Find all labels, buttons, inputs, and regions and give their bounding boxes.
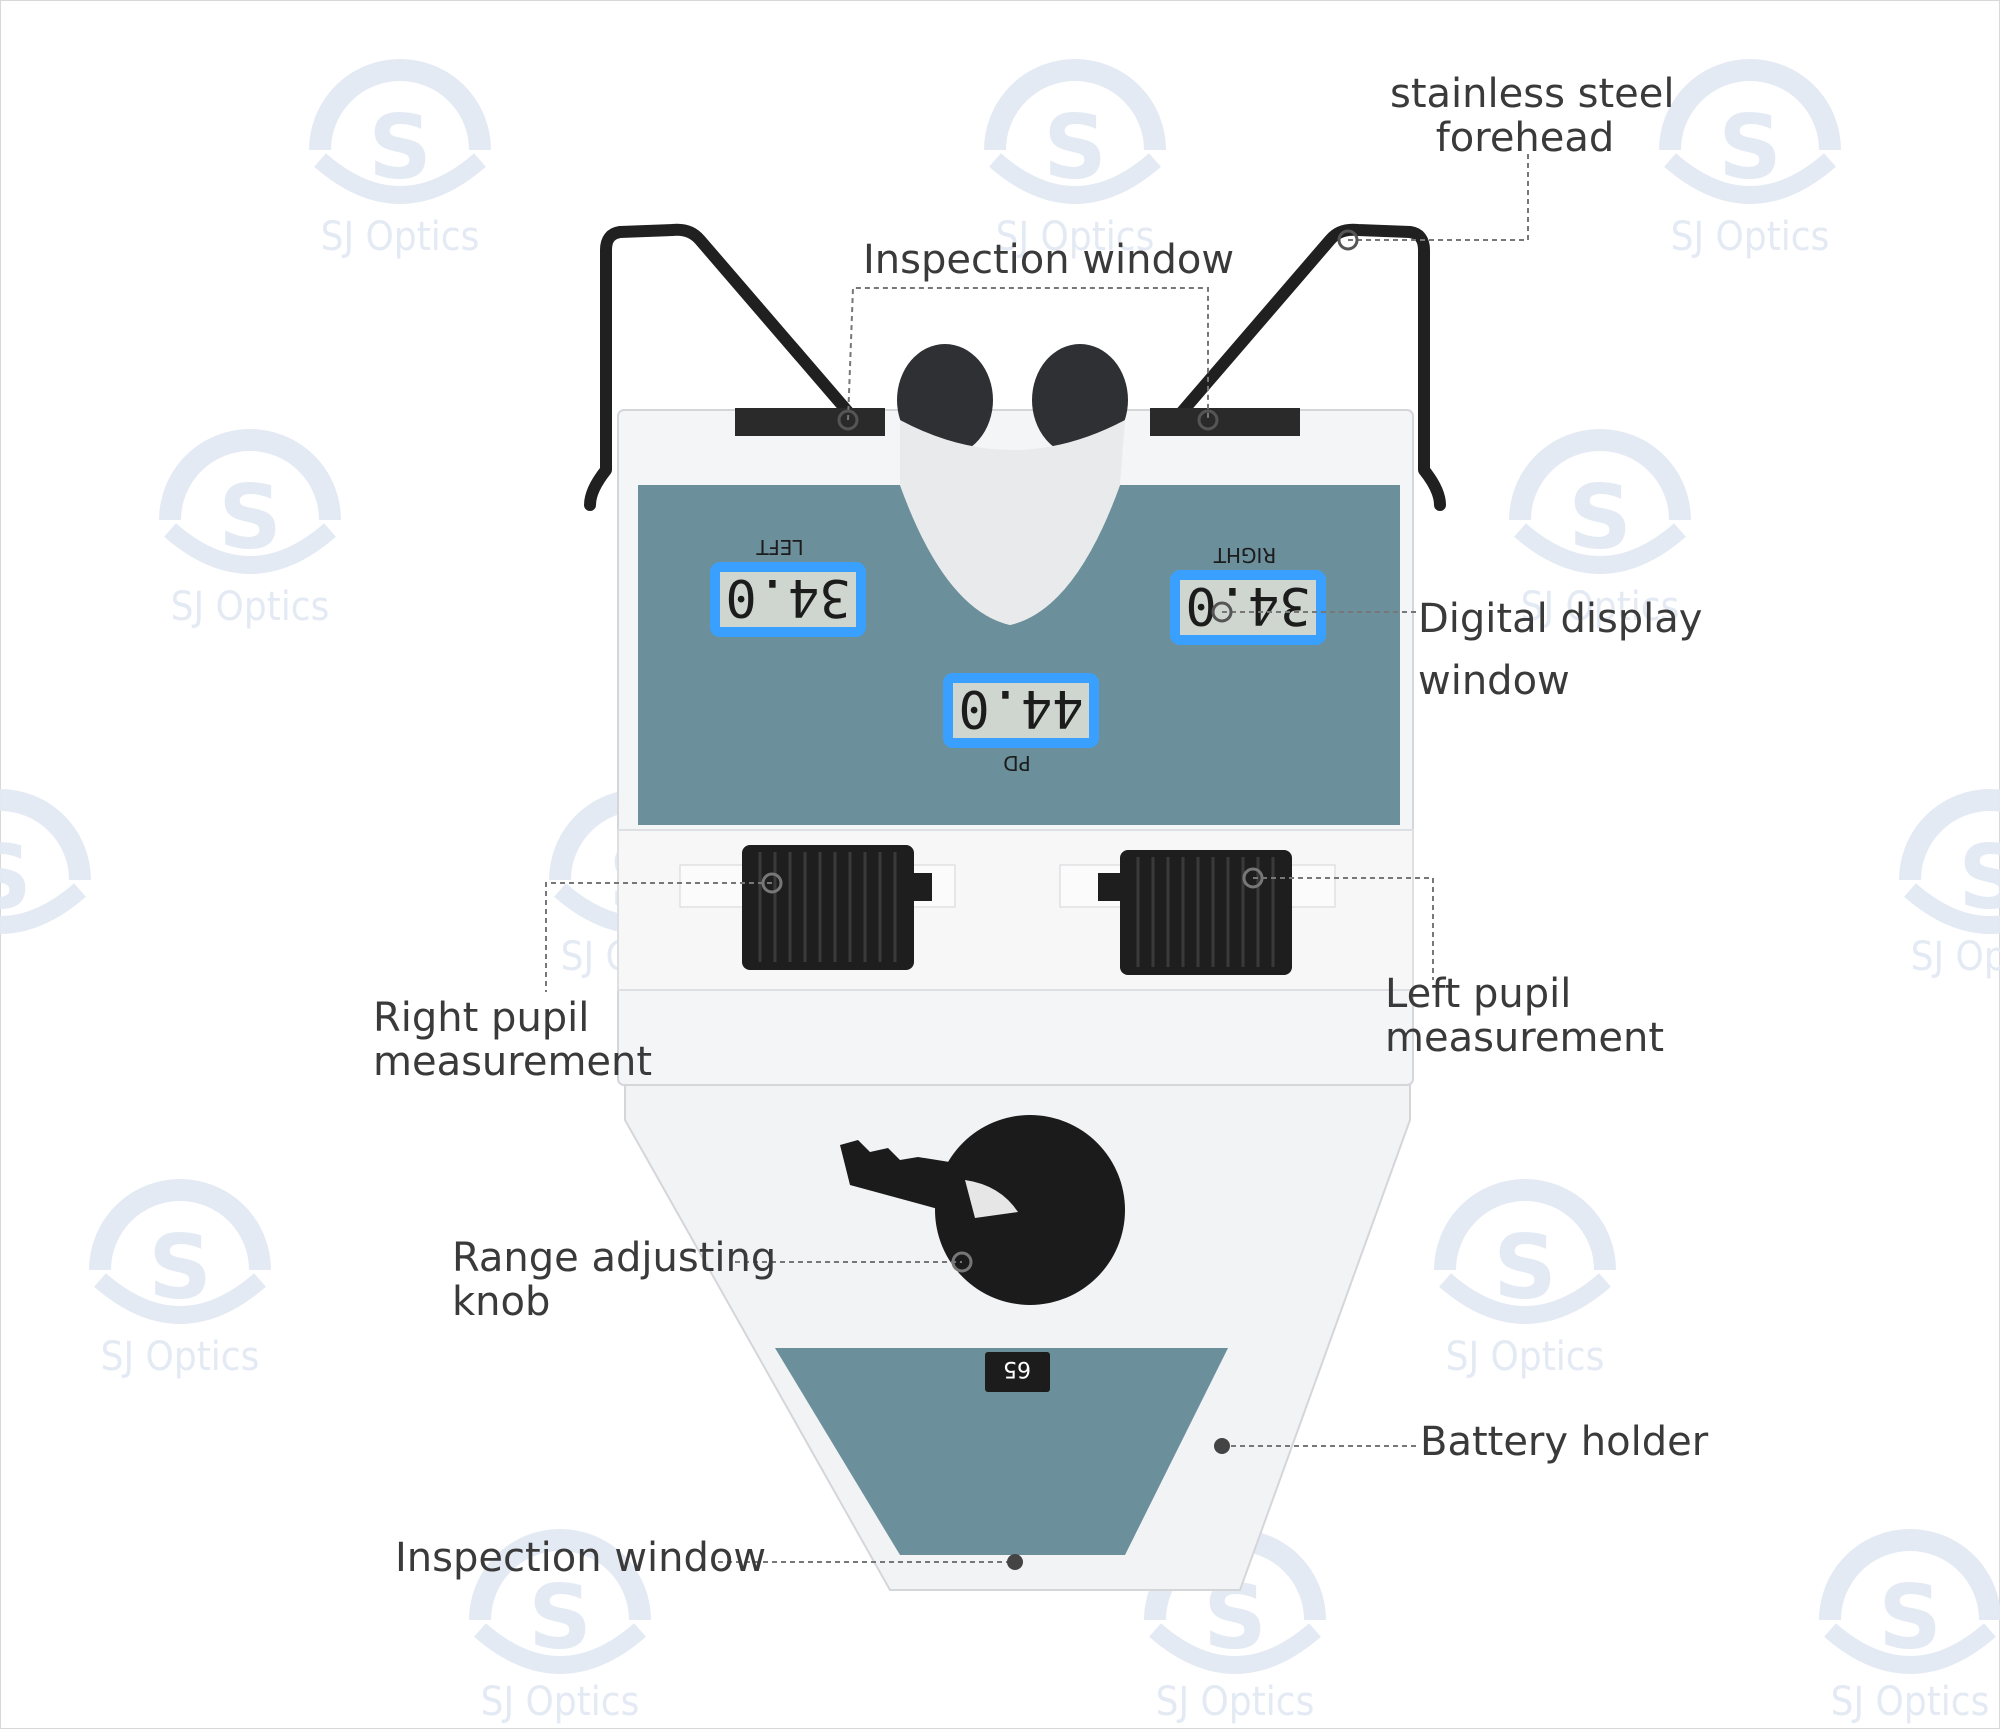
label-forehead-line2: forehead bbox=[1435, 115, 1615, 161]
label-digital-display: Digital display window bbox=[1418, 588, 1702, 712]
marker-digital-display bbox=[1211, 601, 1233, 623]
label-range-knob: Range adjusting knob bbox=[452, 1236, 776, 1324]
watermark-logo bbox=[100, 1190, 260, 1319]
bottom-panel: 65 bbox=[775, 1348, 1228, 1555]
watermark-text: SJ Optics bbox=[481, 1679, 640, 1725]
display-right-label: RIGHT bbox=[1213, 543, 1276, 567]
watermark-text: SJ Optics bbox=[171, 584, 330, 630]
label-range-knob-line1: Range adjusting bbox=[452, 1235, 777, 1281]
label-left-pupil: Left pupil measurement bbox=[1385, 972, 1664, 1060]
nose-bridge bbox=[900, 420, 1125, 625]
label-inspection-window-bottom: Inspection window bbox=[395, 1535, 767, 1581]
range-adjusting-knob[interactable] bbox=[840, 1115, 1125, 1305]
watermark-text: SJ Optics bbox=[1156, 1679, 1315, 1725]
label-forehead-line1: stainless steel bbox=[1390, 71, 1675, 117]
marker-forehead bbox=[1337, 229, 1359, 251]
marker-inspection-left bbox=[837, 409, 859, 431]
nose-pad-left bbox=[897, 344, 993, 456]
label-range-knob-line2: knob bbox=[452, 1279, 551, 1325]
slider-strip bbox=[617, 829, 1414, 991]
label-inspection-window-top: Inspection window bbox=[863, 237, 1235, 283]
watermark-logo bbox=[1910, 800, 2000, 929]
watermark-logo bbox=[1520, 440, 1680, 569]
watermark-text: SJ Optics bbox=[1831, 1679, 1990, 1725]
forehead-rest bbox=[584, 223, 1446, 511]
label-right-pupil-line2: measurement bbox=[373, 1039, 653, 1085]
watermark-logo bbox=[1670, 70, 1830, 199]
leader-lines bbox=[545, 150, 1529, 1563]
watermark-text: SJ Optics bbox=[1911, 934, 2000, 980]
watermark-text: SJ Optics bbox=[1446, 1334, 1605, 1380]
label-forehead: stainless steel forehead bbox=[1390, 71, 1675, 161]
leader-left-pupil bbox=[1253, 877, 1434, 980]
label-digital-display-line1: Digital display bbox=[1418, 596, 1703, 642]
marker-inspection-bottom bbox=[1007, 1554, 1023, 1570]
left-pupil-slider[interactable] bbox=[1098, 850, 1292, 975]
watermark-logo bbox=[1830, 1540, 1990, 1669]
label-right-pupil: Right pupil measurement bbox=[373, 996, 652, 1084]
label-left-pupil-line1: Left pupil bbox=[1385, 971, 1572, 1017]
label-digital-display-line2: window bbox=[1418, 658, 1570, 704]
leader-inspection-top bbox=[847, 287, 1209, 421]
watermark-logo bbox=[320, 70, 480, 199]
watermark-logo bbox=[995, 70, 1155, 199]
display-left-label: LEFT bbox=[756, 535, 804, 559]
watermark-text: SJ Optics bbox=[996, 214, 1155, 260]
watermark-text: SJ Optics bbox=[1521, 584, 1680, 630]
scale-value: 65 bbox=[1003, 1356, 1031, 1381]
marker-inspection-right bbox=[1197, 409, 1219, 431]
display-right-value: 34.0 bbox=[1185, 575, 1310, 635]
display-left-value: 34.0 bbox=[725, 567, 850, 627]
leader-right-pupil bbox=[545, 882, 772, 992]
display-pd: 44.0 PD bbox=[943, 673, 1099, 775]
right-pupil-slider[interactable] bbox=[742, 845, 932, 970]
marker-range-knob bbox=[951, 1251, 973, 1273]
watermark-text: SJ Optics bbox=[101, 1334, 260, 1380]
marker-right-pupil bbox=[761, 872, 783, 894]
label-battery-holder: Battery holder bbox=[1420, 1419, 1709, 1465]
watermark-text: SJ Optics bbox=[321, 214, 480, 260]
watermark-logo bbox=[170, 440, 330, 569]
watermark-logo bbox=[1445, 1190, 1605, 1319]
display-pd-label: PD bbox=[1003, 751, 1030, 775]
display-pd-value: 44.0 bbox=[958, 678, 1083, 738]
display-right: 34.0 RIGHT bbox=[1170, 543, 1326, 645]
label-left-pupil-line2: measurement bbox=[1385, 1015, 1665, 1061]
marker-left-pupil bbox=[1242, 867, 1264, 889]
top-slot-right bbox=[1150, 408, 1300, 436]
label-right-pupil-line1: Right pupil bbox=[373, 995, 590, 1041]
scale-window bbox=[985, 1352, 1050, 1392]
nose-pad-right bbox=[1032, 344, 1128, 456]
top-slot-left bbox=[735, 408, 885, 436]
marker-battery bbox=[1214, 1438, 1230, 1454]
display-left: 34.0 LEFT bbox=[710, 535, 866, 637]
leader-forehead bbox=[1348, 150, 1529, 241]
watermark-text: SJ Optics bbox=[1671, 214, 1830, 260]
watermark-logo bbox=[0, 800, 80, 929]
callout-markers bbox=[761, 229, 1359, 1570]
